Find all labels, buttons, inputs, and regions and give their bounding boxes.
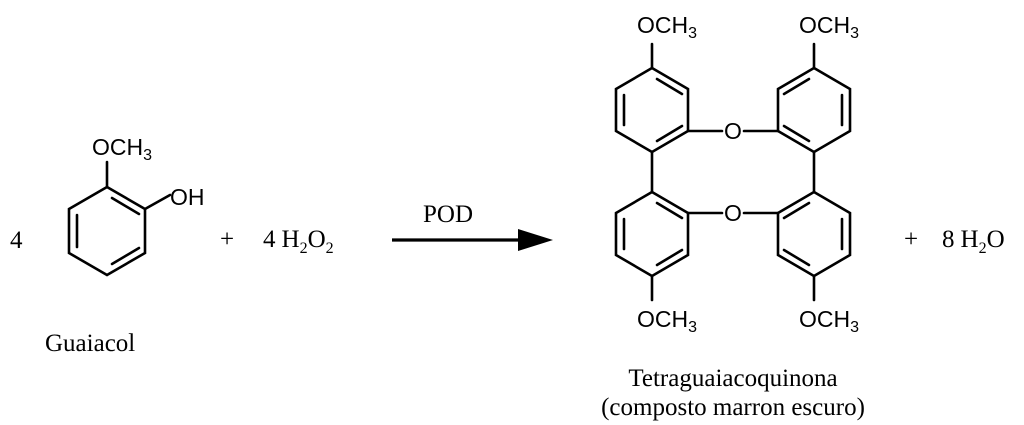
- double-bond: [782, 248, 811, 267]
- product-ring-bottom-left: [614, 190, 690, 278]
- guaiacol-hydroxyl-bond: [143, 193, 172, 211]
- product-structure: O O OCH3 OCH3 OCH3 OCH3: [614, 12, 859, 336]
- ether-oxygen-bottom: O: [724, 200, 742, 226]
- methoxy-label-bottom-left: OCH3: [637, 306, 697, 336]
- plus-sign: +: [220, 226, 234, 253]
- plus-sign: +: [904, 226, 918, 253]
- product-name: Tetraguaiacoquinona: [628, 365, 837, 392]
- guaiacol-ring: [67, 185, 147, 277]
- catalyst-label: POD: [423, 201, 473, 228]
- guaiacol-hydroxyl-label: OH: [170, 184, 205, 210]
- guaiacol-double-bond: [110, 246, 141, 266]
- guaiacol-name: Guaiacol: [45, 330, 135, 357]
- double-bond: [655, 77, 684, 96]
- double-bond: [655, 248, 684, 267]
- product-ring-top-right: [776, 66, 852, 154]
- double-bond: [655, 201, 684, 220]
- double-bond: [655, 124, 684, 143]
- ether-oxygen-top: O: [724, 118, 742, 144]
- guaiacol-double-bond: [110, 196, 141, 216]
- guaiacol-coefficient: 4: [10, 227, 23, 254]
- product-description: (composto marron escuro): [601, 394, 865, 421]
- guaiacol-methoxy-label: OCH3: [92, 134, 152, 164]
- double-bond: [782, 124, 811, 143]
- methoxy-label-top-left: OCH3: [637, 12, 697, 42]
- methoxy-label-top-right: OCH3: [799, 12, 859, 42]
- guaiacol-structure: OCH3 OH: [67, 134, 205, 277]
- product-ring-bottom-right: [776, 190, 852, 278]
- double-bond: [782, 201, 811, 220]
- double-bond: [782, 77, 811, 96]
- product-ring-top-left: [614, 66, 690, 154]
- methoxy-label-bottom-right: OCH3: [799, 306, 859, 336]
- reaction-arrow-head: [518, 229, 553, 251]
